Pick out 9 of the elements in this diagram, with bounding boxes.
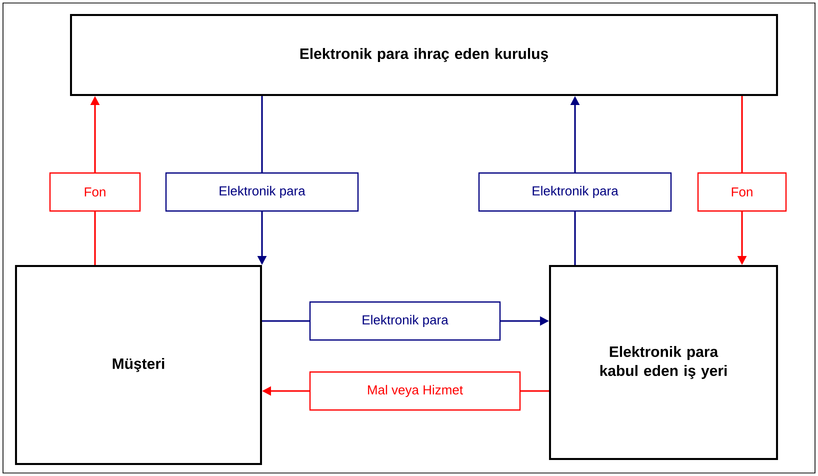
edge-label: Elektronik para (165, 172, 359, 212)
edge-label: Fon (697, 172, 787, 212)
process-box: Elektronik para ihraç eden kuruluş (70, 14, 778, 96)
edge-label: Elektronik para (478, 172, 672, 212)
edge-label: Mal veya Hizmet (309, 371, 521, 411)
process-box: Müşteri (15, 265, 262, 465)
edge-label: Elektronik para (309, 301, 501, 341)
process-box: Elektronik para kabul eden iş yeri (549, 265, 778, 460)
edge-label: Fon (49, 172, 141, 212)
